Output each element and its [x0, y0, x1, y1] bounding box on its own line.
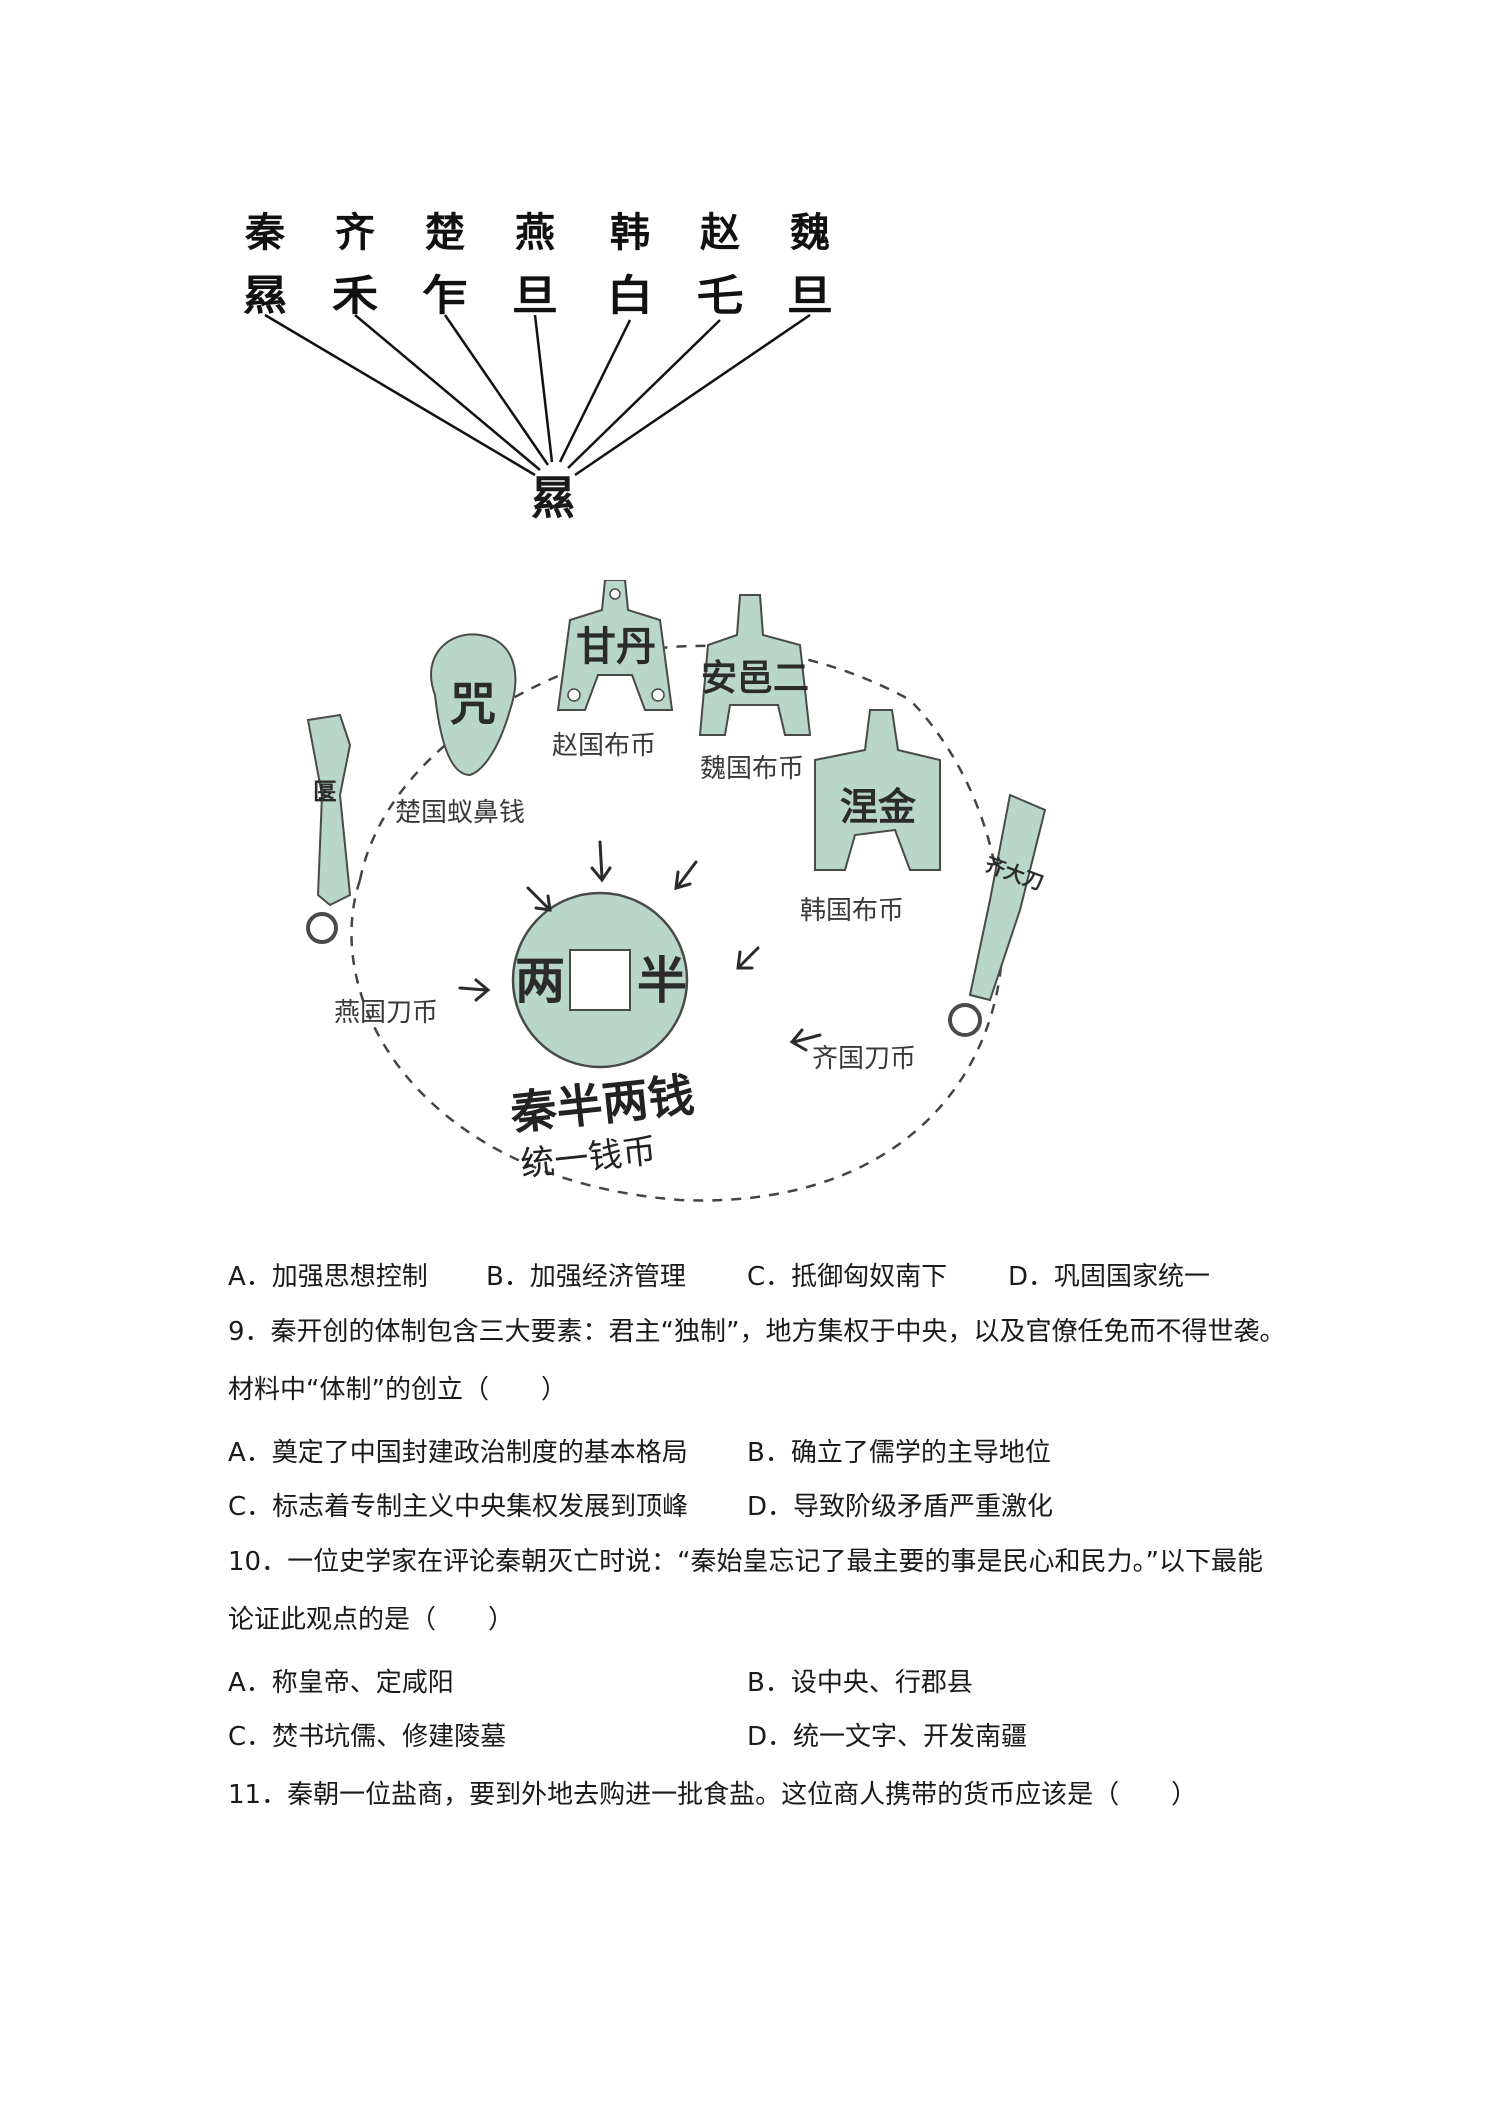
wei-coin-inscription: 安邑二 — [701, 657, 809, 699]
q10-option-d: D．统一文字、开发南疆 — [747, 1720, 1027, 1754]
han-coin-inscription: 涅金 — [840, 784, 917, 829]
zhao-coin-label: 赵国布币 — [552, 725, 656, 762]
chu-coin-label: 楚国蚁鼻钱 — [395, 792, 525, 829]
q9-stem-line1: 9．秦开创的体制包含三大要素：君主“独制”，地方集权于中央，以及官僚任免而不得世… — [228, 1315, 1285, 1349]
zhao-spade-coin: 甘丹 — [558, 580, 672, 710]
qin-coin-right-char: 半 — [637, 951, 687, 1010]
seal-glyph-han: 白 — [592, 262, 669, 323]
han-coin-label: 韩国布币 — [800, 890, 904, 927]
q8-option-d: D．巩固国家统一 — [1008, 1260, 1210, 1294]
q11-stem-line1: 11．秦朝一位盐商，要到外地去购进一批食盐。这位商人携带的货币应该是（ ） — [228, 1778, 1197, 1812]
unified-seal-glyph: 㬎 — [518, 462, 588, 528]
qi-knife-coin: 齐大刀 — [950, 795, 1047, 1035]
q8-option-c: C．抵御匈奴南下 — [747, 1260, 947, 1294]
q9-stem-line2: 材料中“体制”的创立（ ） — [228, 1373, 567, 1407]
chu-coin-inscription: 咒 — [450, 677, 496, 731]
seal-glyph-zhao: 乇 — [682, 262, 759, 323]
state-name-qin: 秦 — [230, 200, 300, 258]
qin-banliang-coin: 两 半 — [513, 893, 687, 1067]
q9-option-b: B．确立了儒学的主导地位 — [747, 1436, 1051, 1470]
seal-glyph-qi: 禾 — [317, 262, 394, 323]
yan-coin-label: 燕国刀币 — [334, 992, 438, 1029]
han-spade-coin: 涅金 — [815, 710, 940, 870]
q8-option-a: A．加强思想控制 — [228, 1260, 428, 1294]
q9-option-a: A．奠定了中国封建政治制度的基本格局 — [228, 1436, 688, 1470]
wei-spade-coin: 安邑二 — [700, 595, 810, 735]
q8-option-b: B．加强经济管理 — [486, 1260, 686, 1294]
state-name-zhao: 赵 — [685, 200, 755, 258]
script-unification-figure: 秦 齐 楚 燕 韩 赵 魏 㬎 禾 乍 旦 白 乇 旦 㬎 — [230, 200, 880, 530]
currency-unification-figure: 咒 甘丹 安邑二 涅金 匽 齐大刀 — [300, 580, 1060, 1220]
q10-option-c: C．焚书坑儒、修建陵墓 — [228, 1720, 506, 1754]
chu-ant-nose-coin: 咒 — [431, 634, 515, 775]
q10-stem-line2: 论证此观点的是（ ） — [228, 1603, 514, 1637]
seal-glyph-yan: 旦 — [497, 262, 574, 323]
seal-glyph-qin: 㬎 — [227, 262, 304, 323]
qin-coin-left-char: 两 — [515, 951, 565, 1010]
q10-option-a: A．称皇帝、定咸阳 — [228, 1666, 454, 1700]
q10-stem-line1: 10．一位史学家在评论秦朝灭亡时说：“秦始皇忘记了最主要的事是民心和民力。”以下… — [228, 1545, 1263, 1579]
seal-glyph-chu: 乍 — [407, 262, 484, 323]
state-name-chu: 楚 — [410, 200, 480, 258]
state-name-wei: 魏 — [775, 200, 845, 258]
yan-coin-inscription: 匽 — [313, 777, 337, 806]
state-name-qi: 齐 — [320, 200, 390, 258]
q9-option-d: D．导致阶级矛盾严重激化 — [747, 1490, 1053, 1524]
yan-knife-coin: 匽 — [308, 715, 350, 942]
wei-coin-label: 魏国布币 — [700, 748, 804, 785]
qi-coin-label: 齐国刀币 — [812, 1038, 916, 1075]
q10-option-b: B．设中央、行郡县 — [747, 1666, 973, 1700]
seal-glyph-wei: 旦 — [772, 262, 849, 323]
q9-option-c: C．标志着专制主义中央集权发展到顶峰 — [228, 1490, 688, 1524]
state-name-han: 韩 — [595, 200, 665, 258]
zhao-coin-inscription: 甘丹 — [576, 623, 656, 670]
state-name-yan: 燕 — [500, 200, 570, 258]
